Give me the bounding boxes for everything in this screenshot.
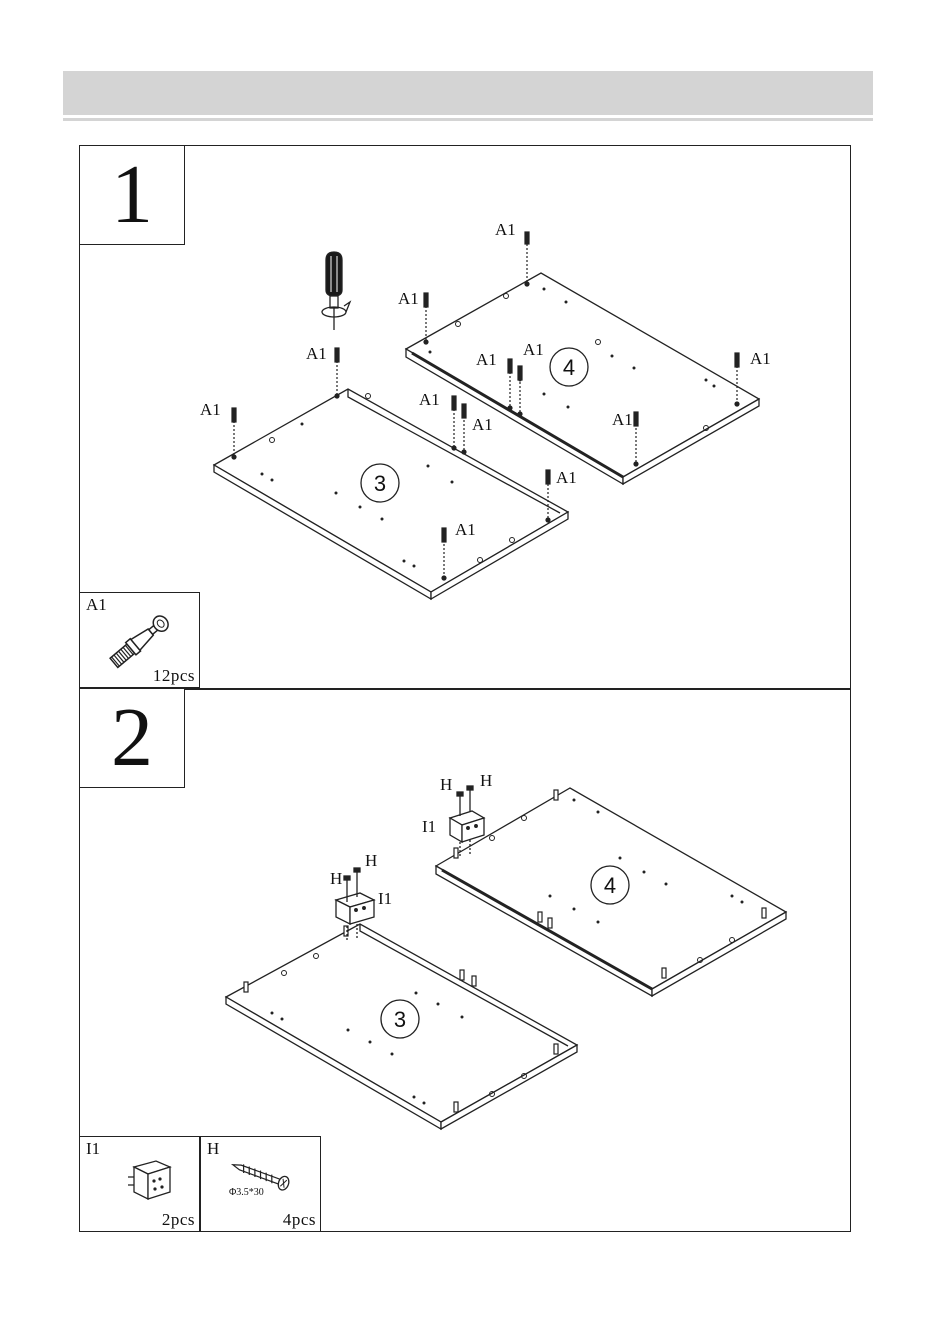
fitting-label: A1 — [419, 390, 440, 409]
screw-label: H — [365, 851, 377, 870]
fitting-label: A1 — [612, 410, 633, 429]
fitting-label: A1 — [523, 340, 544, 359]
bracket-i1-left — [336, 893, 374, 924]
screwdriver-icon — [322, 252, 350, 330]
bracket-label: I1 — [422, 817, 436, 836]
panel-3-number: 3 — [374, 471, 386, 496]
fitting-label: A1 — [556, 468, 577, 487]
fitting-label: A1 — [750, 349, 771, 368]
fitting-label: A1 — [455, 520, 476, 539]
fitting-label: A1 — [306, 344, 327, 363]
fitting-label: A1 — [398, 289, 419, 308]
fitting-label: A1 — [472, 415, 493, 434]
bracket-label: I1 — [378, 889, 392, 908]
screw-label: H — [330, 869, 342, 888]
bracket-i1-right — [450, 811, 484, 842]
screw-label: H — [440, 775, 452, 794]
panel-4-number: 4 — [563, 355, 575, 380]
screw-label: H — [480, 771, 492, 790]
panel-4-number: 4 — [604, 873, 616, 898]
fitting-label: A1 — [200, 400, 221, 419]
fitting-label: A1 — [495, 220, 516, 239]
fitting-label: A1 — [476, 350, 497, 369]
panel-3-number: 3 — [394, 1007, 406, 1032]
